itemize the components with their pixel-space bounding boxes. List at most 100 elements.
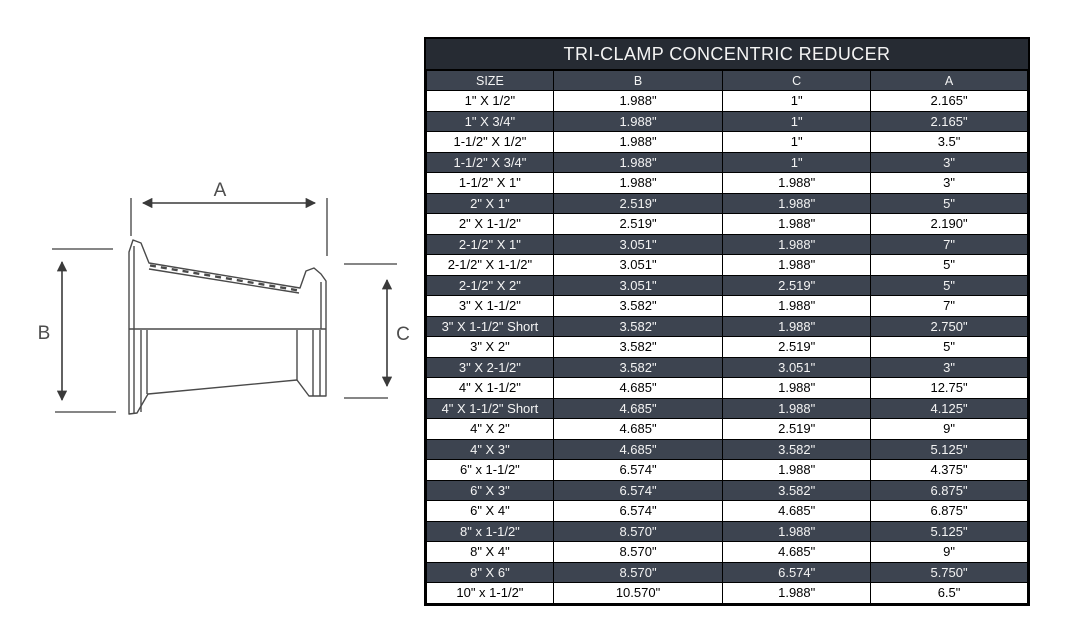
reducer-diagram: A B C — [38, 180, 410, 415]
table-cell: 1" — [722, 110, 872, 132]
table-cell: 3.5" — [870, 131, 1028, 153]
table-cell: 5" — [870, 336, 1028, 358]
header-row: SIZE B C A — [426, 70, 1028, 91]
dimension-a: A — [130, 180, 328, 256]
table-cell: 2-1/2" X 2" — [426, 274, 554, 296]
table-cell: 1.988" — [552, 110, 724, 132]
table-cell: 3" X 1-1/2" Short — [426, 315, 554, 337]
table-cell: 1.988" — [722, 459, 872, 481]
table-cell: 2" X 1" — [426, 192, 554, 214]
table-cell: 2.519" — [552, 213, 724, 235]
spec-table: SIZE B C A 1" X 1/2"1.988"1"2.165"1" X 3… — [426, 70, 1028, 604]
table-cell: 1-1/2" X 3/4" — [426, 151, 554, 173]
table-row: 8" X 4"8.570"4.685"9" — [426, 541, 1028, 563]
table-row: 4" X 3"4.685"3.582"5.125" — [426, 438, 1028, 460]
table-cell: 2.519" — [722, 274, 872, 296]
table-cell: 6" x 1-1/2" — [426, 459, 554, 481]
table-cell: 5" — [870, 192, 1028, 214]
table-cell: 3.582" — [722, 479, 872, 501]
table-cell: 4.685" — [722, 541, 872, 563]
table-cell: 5.750" — [870, 561, 1028, 583]
table-cell: 8.570" — [552, 561, 724, 583]
table-cell: 1.988" — [722, 582, 872, 604]
table-row: 1-1/2" X 3/4"1.988"1"3" — [426, 151, 1028, 173]
table-cell: 5" — [870, 274, 1028, 296]
table-cell: 2.190" — [870, 213, 1028, 235]
dimension-b: B — [38, 248, 116, 413]
table-row: 4" X 2"4.685"2.519"9" — [426, 418, 1028, 440]
table-cell: 10" x 1-1/2" — [426, 582, 554, 604]
table-cell: 1.988" — [722, 315, 872, 337]
table-cell: 6.574" — [722, 561, 872, 583]
table-row: 8" x 1-1/2"8.570"1.988"5.125" — [426, 520, 1028, 542]
table-cell: 2.750" — [870, 315, 1028, 337]
table-cell: 10.570" — [552, 582, 724, 604]
table-cell: 6.875" — [870, 500, 1028, 522]
table-row: 8" X 6"8.570"6.574"5.750" — [426, 561, 1028, 583]
table-cell: 4.685" — [722, 500, 872, 522]
table-row: 1-1/2" X 1/2"1.988"1"3.5" — [426, 131, 1028, 153]
table-cell: 2.519" — [552, 192, 724, 214]
table-cell: 3.051" — [552, 254, 724, 276]
table-row: 4" X 1-1/2"4.685"1.988"12.75" — [426, 377, 1028, 399]
table-cell: 1.988" — [722, 520, 872, 542]
table-cell: 8" X 6" — [426, 561, 554, 583]
table-cell: 3.582" — [552, 295, 724, 317]
table-cell: 8.570" — [552, 520, 724, 542]
table-cell: 3.051" — [552, 233, 724, 255]
table-cell: 4.685" — [552, 438, 724, 460]
table-cell: 4.685" — [552, 377, 724, 399]
table-cell: 1" — [722, 131, 872, 153]
table-cell: 3" — [870, 356, 1028, 378]
table-cell: 3.582" — [722, 438, 872, 460]
table-row: 2-1/2" X 2"3.051"2.519"5" — [426, 274, 1028, 296]
table-cell: 1" X 1/2" — [426, 90, 554, 112]
table-row: 2-1/2" X 1-1/2"3.051"1.988"5" — [426, 254, 1028, 276]
table-cell: 4.685" — [552, 397, 724, 419]
table-cell: 1-1/2" X 1/2" — [426, 131, 554, 153]
table-cell: 6" X 4" — [426, 500, 554, 522]
table-cell: 1.988" — [552, 131, 724, 153]
table-cell: 9" — [870, 418, 1028, 440]
table-row: 3" X 1-1/2"3.582"1.988"7" — [426, 295, 1028, 317]
table-cell: 1" X 3/4" — [426, 110, 554, 132]
table-row: 2" X 1-1/2"2.519"1.988"2.190" — [426, 213, 1028, 235]
table-cell: 2-1/2" X 1" — [426, 233, 554, 255]
table-row: 1" X 3/4"1.988"1"2.165" — [426, 110, 1028, 132]
table-cell: 3.051" — [552, 274, 724, 296]
table-row: 6" X 4"6.574"4.685"6.875" — [426, 500, 1028, 522]
table-cell: 1.988" — [722, 295, 872, 317]
table-cell: 4" X 1-1/2" — [426, 377, 554, 399]
table-row: 2" X 1"2.519"1.988"5" — [426, 192, 1028, 214]
table-cell: 1-1/2" X 1" — [426, 172, 554, 194]
table-cell: 1" — [722, 90, 872, 112]
table-cell: 1.988" — [722, 172, 872, 194]
table-cell: 4.125" — [870, 397, 1028, 419]
dimension-c: C — [344, 263, 410, 399]
table-cell: 1.988" — [722, 397, 872, 419]
table-cell: 7" — [870, 295, 1028, 317]
table-cell: 3" — [870, 151, 1028, 173]
table-cell: 2.519" — [722, 418, 872, 440]
col-header-c: C — [722, 70, 872, 91]
table-cell: 8.570" — [552, 541, 724, 563]
table-cell: 3.582" — [552, 356, 724, 378]
table-cell: 4" X 2" — [426, 418, 554, 440]
dim-label-c: C — [396, 324, 410, 345]
dim-label-a: A — [214, 180, 227, 201]
dim-label-b: B — [38, 323, 51, 344]
table-cell: 2.165" — [870, 110, 1028, 132]
table-cell: 1" — [722, 151, 872, 173]
table-row: 6" X 3"6.574"3.582"6.875" — [426, 479, 1028, 501]
table-cell: 2.519" — [722, 336, 872, 358]
reducer-body-outline — [128, 239, 327, 415]
table-cell: 4" X 3" — [426, 438, 554, 460]
table-cell: 5.125" — [870, 520, 1028, 542]
top-slope-hatch — [149, 264, 300, 292]
table-cell: 5.125" — [870, 438, 1028, 460]
col-header-b: B — [552, 70, 724, 91]
table-cell: 6.574" — [552, 459, 724, 481]
table-row: 1-1/2" X 1"1.988"1.988"3" — [426, 172, 1028, 194]
